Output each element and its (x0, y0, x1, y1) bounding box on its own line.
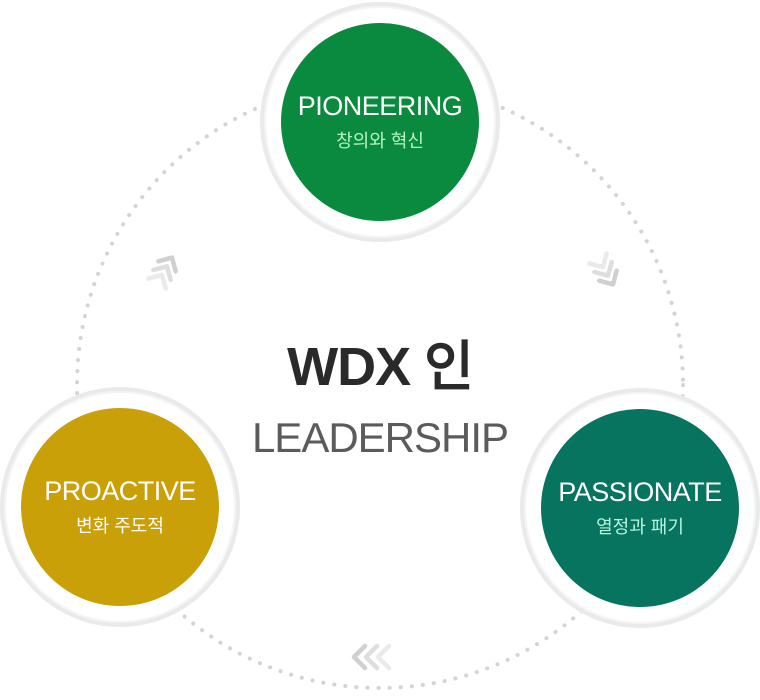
center-subtitle: LEADERSHIP (251, 414, 509, 461)
node-passionate: PASSIONATE 열정과 패기 (520, 388, 760, 628)
node-passionate-circle: PASSIONATE 열정과 패기 (541, 409, 739, 607)
node-proactive-subtitle: 변화 주도적 (76, 515, 164, 536)
node-proactive: PROACTIVE 변화 주도적 (0, 387, 240, 627)
chevron-arrow-down-right-icon (587, 251, 619, 287)
chevron-arrow-left-icon (351, 643, 392, 671)
chevron-arrow-up-right-icon (146, 255, 178, 291)
node-proactive-title: PROACTIVE (44, 476, 196, 507)
node-pioneering-subtitle: 창의와 혁신 (336, 130, 424, 151)
node-passionate-title: PASSIONATE (558, 477, 722, 508)
node-proactive-circle: PROACTIVE 변화 주도적 (21, 408, 219, 606)
node-pioneering-title: PIONEERING (297, 91, 463, 122)
center-title: WDX 인 (287, 337, 474, 397)
node-passionate-subtitle: 열정과 패기 (596, 516, 684, 537)
node-pioneering-circle: PIONEERING 창의와 혁신 (281, 23, 479, 221)
node-pioneering: PIONEERING 창의와 혁신 (260, 2, 500, 242)
